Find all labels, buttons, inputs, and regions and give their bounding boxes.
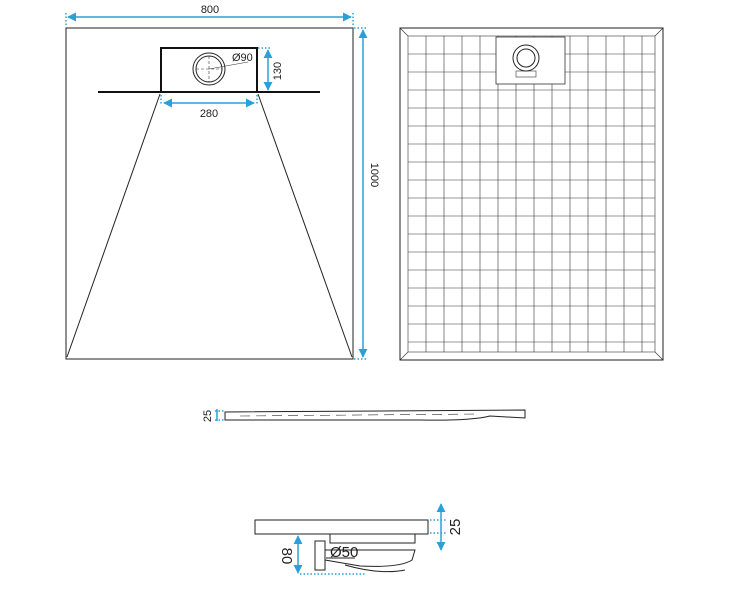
slope-line-left bbox=[66, 93, 161, 358]
detail-height-label: 80 bbox=[278, 548, 295, 565]
tray-outline bbox=[65, 27, 354, 360]
drain-detail-view: Ø50 25 80 bbox=[254, 503, 464, 575]
drain-body bbox=[329, 534, 416, 544]
siphon-bottom bbox=[344, 564, 406, 573]
drain-circle-outer bbox=[192, 52, 226, 86]
tile-grid bbox=[408, 36, 655, 352]
side-view: 25 bbox=[202, 409, 526, 422]
tray-inner-edge bbox=[407, 35, 656, 353]
slope-hidden-line bbox=[239, 413, 481, 417]
outlet-diameter-label: Ø50 bbox=[330, 544, 358, 561]
detail-thickness-label: 25 bbox=[447, 519, 464, 536]
bevel-line bbox=[654, 351, 664, 361]
drain-circle-inner bbox=[516, 48, 536, 68]
outlet-flange bbox=[314, 540, 326, 571]
drain-slot bbox=[515, 70, 537, 78]
bevel-line bbox=[654, 27, 664, 37]
diameter-leader bbox=[208, 61, 249, 70]
drain-width-label: 280 bbox=[200, 108, 218, 120]
bevel-line bbox=[399, 27, 409, 37]
top-view: Ø90 800 1000 130 280 bbox=[65, 4, 380, 360]
siphon-body bbox=[324, 549, 416, 567]
length-label: 1000 bbox=[368, 163, 380, 187]
tray-section bbox=[254, 519, 429, 535]
bevel-line bbox=[399, 351, 409, 361]
drain-depth-label: 130 bbox=[272, 62, 284, 80]
width-label: 800 bbox=[201, 4, 219, 16]
tray-profile bbox=[224, 409, 526, 421]
side-thickness-label: 25 bbox=[202, 410, 214, 422]
slope-line-right bbox=[257, 93, 353, 358]
drain-cover bbox=[495, 36, 566, 85]
drain-diameter-label: Ø90 bbox=[232, 52, 253, 64]
textured-top-view bbox=[399, 27, 664, 361]
tray-outline bbox=[399, 27, 664, 361]
